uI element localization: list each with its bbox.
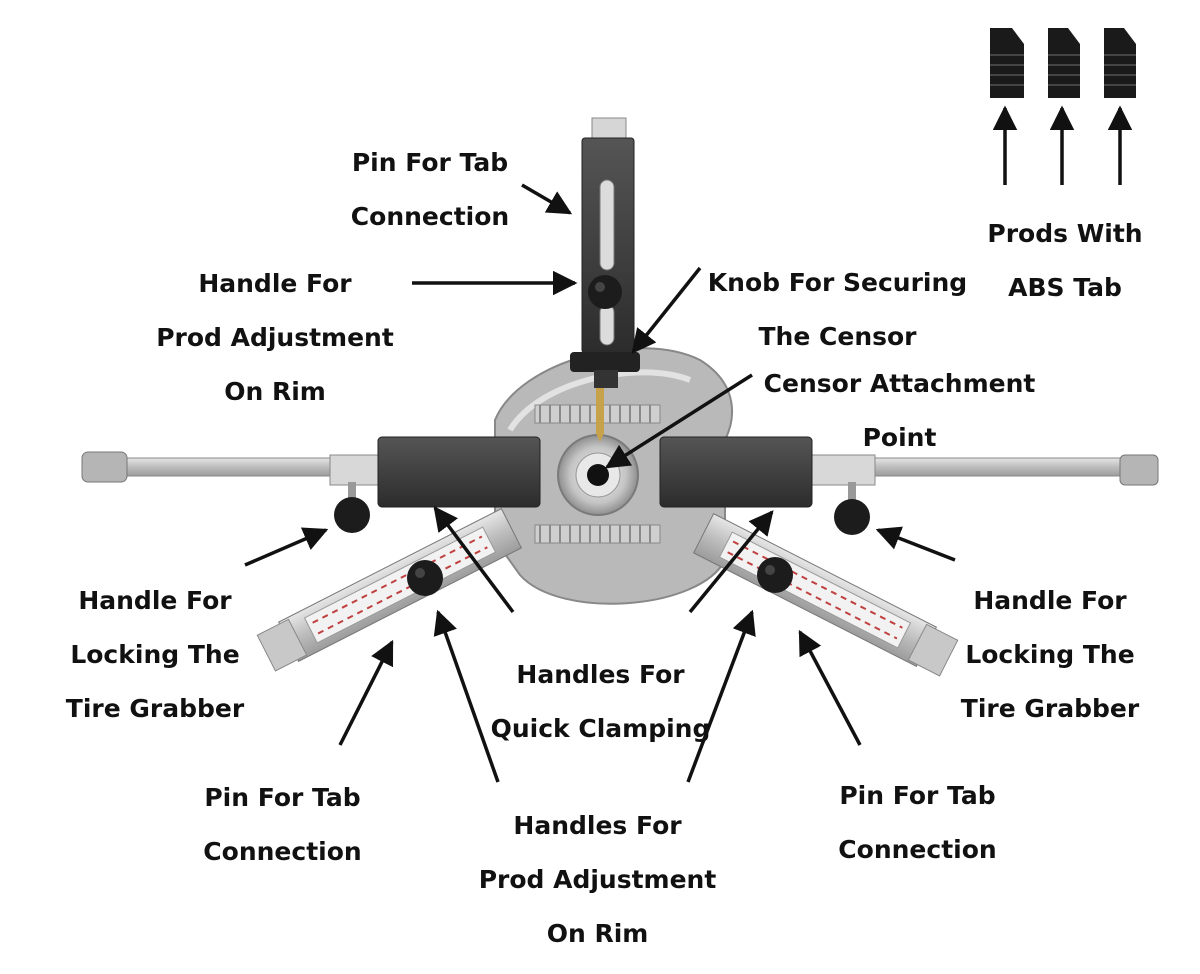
label-line: Handle For (78, 586, 232, 615)
label-line: Knob For Securing (707, 268, 968, 297)
angled-arm-right (692, 512, 959, 677)
arrow-lock-left (244, 527, 329, 567)
label-censor-point: Censor Attachment Point (752, 343, 1047, 478)
quick-clamp-block-right (659, 436, 813, 508)
arrow-knob (631, 266, 702, 354)
label-line: On Rim (546, 919, 649, 948)
prod-adjustment-knob-right (757, 557, 793, 593)
arrow-pin-right (798, 629, 862, 746)
abs-prod-2 (1048, 28, 1080, 98)
label-line: Tire Grabber (960, 694, 1140, 723)
quick-clamp-block-left (377, 436, 541, 508)
arrow-pin-top (521, 183, 573, 215)
label-line: The Censor (758, 322, 917, 351)
arrow-quick-clamp-right (688, 510, 774, 614)
horizontal-arm-left (81, 451, 386, 486)
arrow-pin-left (338, 639, 394, 746)
label-line: Handles For (513, 811, 682, 840)
label-line: Prods With (987, 219, 1143, 248)
label-line: Pin For Tab (839, 781, 996, 810)
tire-grabber-lock-knob-left (334, 482, 370, 533)
arrow-handles-prod-left (433, 609, 500, 783)
abs-prod-3 (1104, 28, 1136, 98)
label-line: Handles For (516, 660, 685, 689)
callout-arrows (244, 105, 1133, 783)
label-line: Tire Grabber (65, 694, 245, 723)
label-knob: Knob For Securing The Censor (700, 242, 975, 377)
label-line: Handle For (973, 586, 1127, 615)
label-handles-prod-bottom: Handles For Prod Adjustment On Rim (465, 785, 730, 974)
angled-arm-left (256, 507, 523, 672)
spring-bottom (534, 524, 661, 544)
label-lock-left: Handle For Locking The Tire Grabber (55, 560, 255, 749)
arrow-handles-prod-right (686, 609, 756, 783)
prod-adjustment-knob-left (407, 560, 443, 596)
label-handle-prod-top: Handle For Prod Adjustment On Rim (140, 243, 410, 432)
label-pin-right: Pin For Tab Connection (820, 755, 1015, 890)
label-line: Pin For Tab (204, 783, 361, 812)
label-line: Censor Attachment (763, 369, 1036, 398)
label-line: Connection (350, 202, 510, 231)
label-lock-right: Handle For Locking The Tire Grabber (950, 560, 1150, 749)
label-line: Prod Adjustment (156, 323, 394, 352)
label-pin-left: Pin For Tab Connection (185, 757, 380, 892)
prod-adjustment-knob-top (588, 275, 622, 309)
label-line: Connection (203, 837, 362, 866)
label-line: Locking The (965, 640, 1135, 669)
label-line: Prod Adjustment (478, 865, 717, 894)
label-line: Handle For (198, 269, 352, 298)
arrow-quick-clamp-left (433, 506, 515, 614)
abs-prod-1 (990, 28, 1024, 98)
label-line: Locking The (70, 640, 240, 669)
arrow-censor-point (604, 373, 753, 469)
label-line: Connection (838, 835, 997, 864)
wheel-clamp-diagram (81, 28, 1159, 783)
label-line: On Rim (224, 377, 326, 406)
label-line: Quick Clamping (490, 714, 711, 743)
label-line: Pin For Tab (351, 148, 509, 177)
label-line: Point (862, 423, 937, 452)
arrow-lock-right (875, 526, 956, 562)
tire-grabber-lock-knob-right (834, 482, 870, 535)
label-prods-abs: Prods With ABS Tab (975, 193, 1155, 328)
label-quick-clamp: Handles For Quick Clamping (488, 634, 713, 769)
label-pin-top: Pin For Tab Connection (335, 122, 525, 257)
label-line: ABS Tab (1008, 273, 1122, 302)
censor-attachment-hub (557, 434, 639, 516)
horizontal-arm-right (804, 454, 1159, 486)
